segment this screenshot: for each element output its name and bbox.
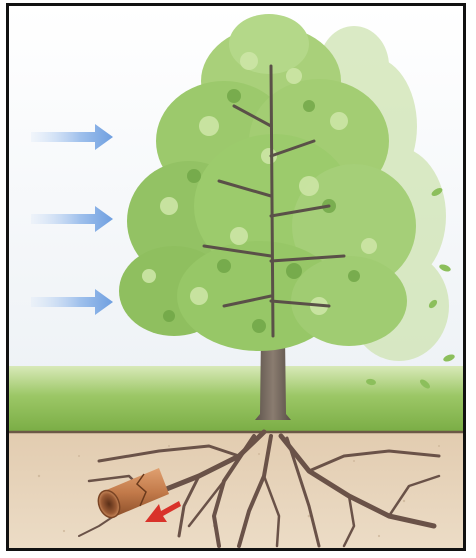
illustration-frame [6, 3, 466, 551]
scene-svg [9, 6, 463, 548]
soil [9, 432, 463, 548]
grass [9, 366, 463, 432]
